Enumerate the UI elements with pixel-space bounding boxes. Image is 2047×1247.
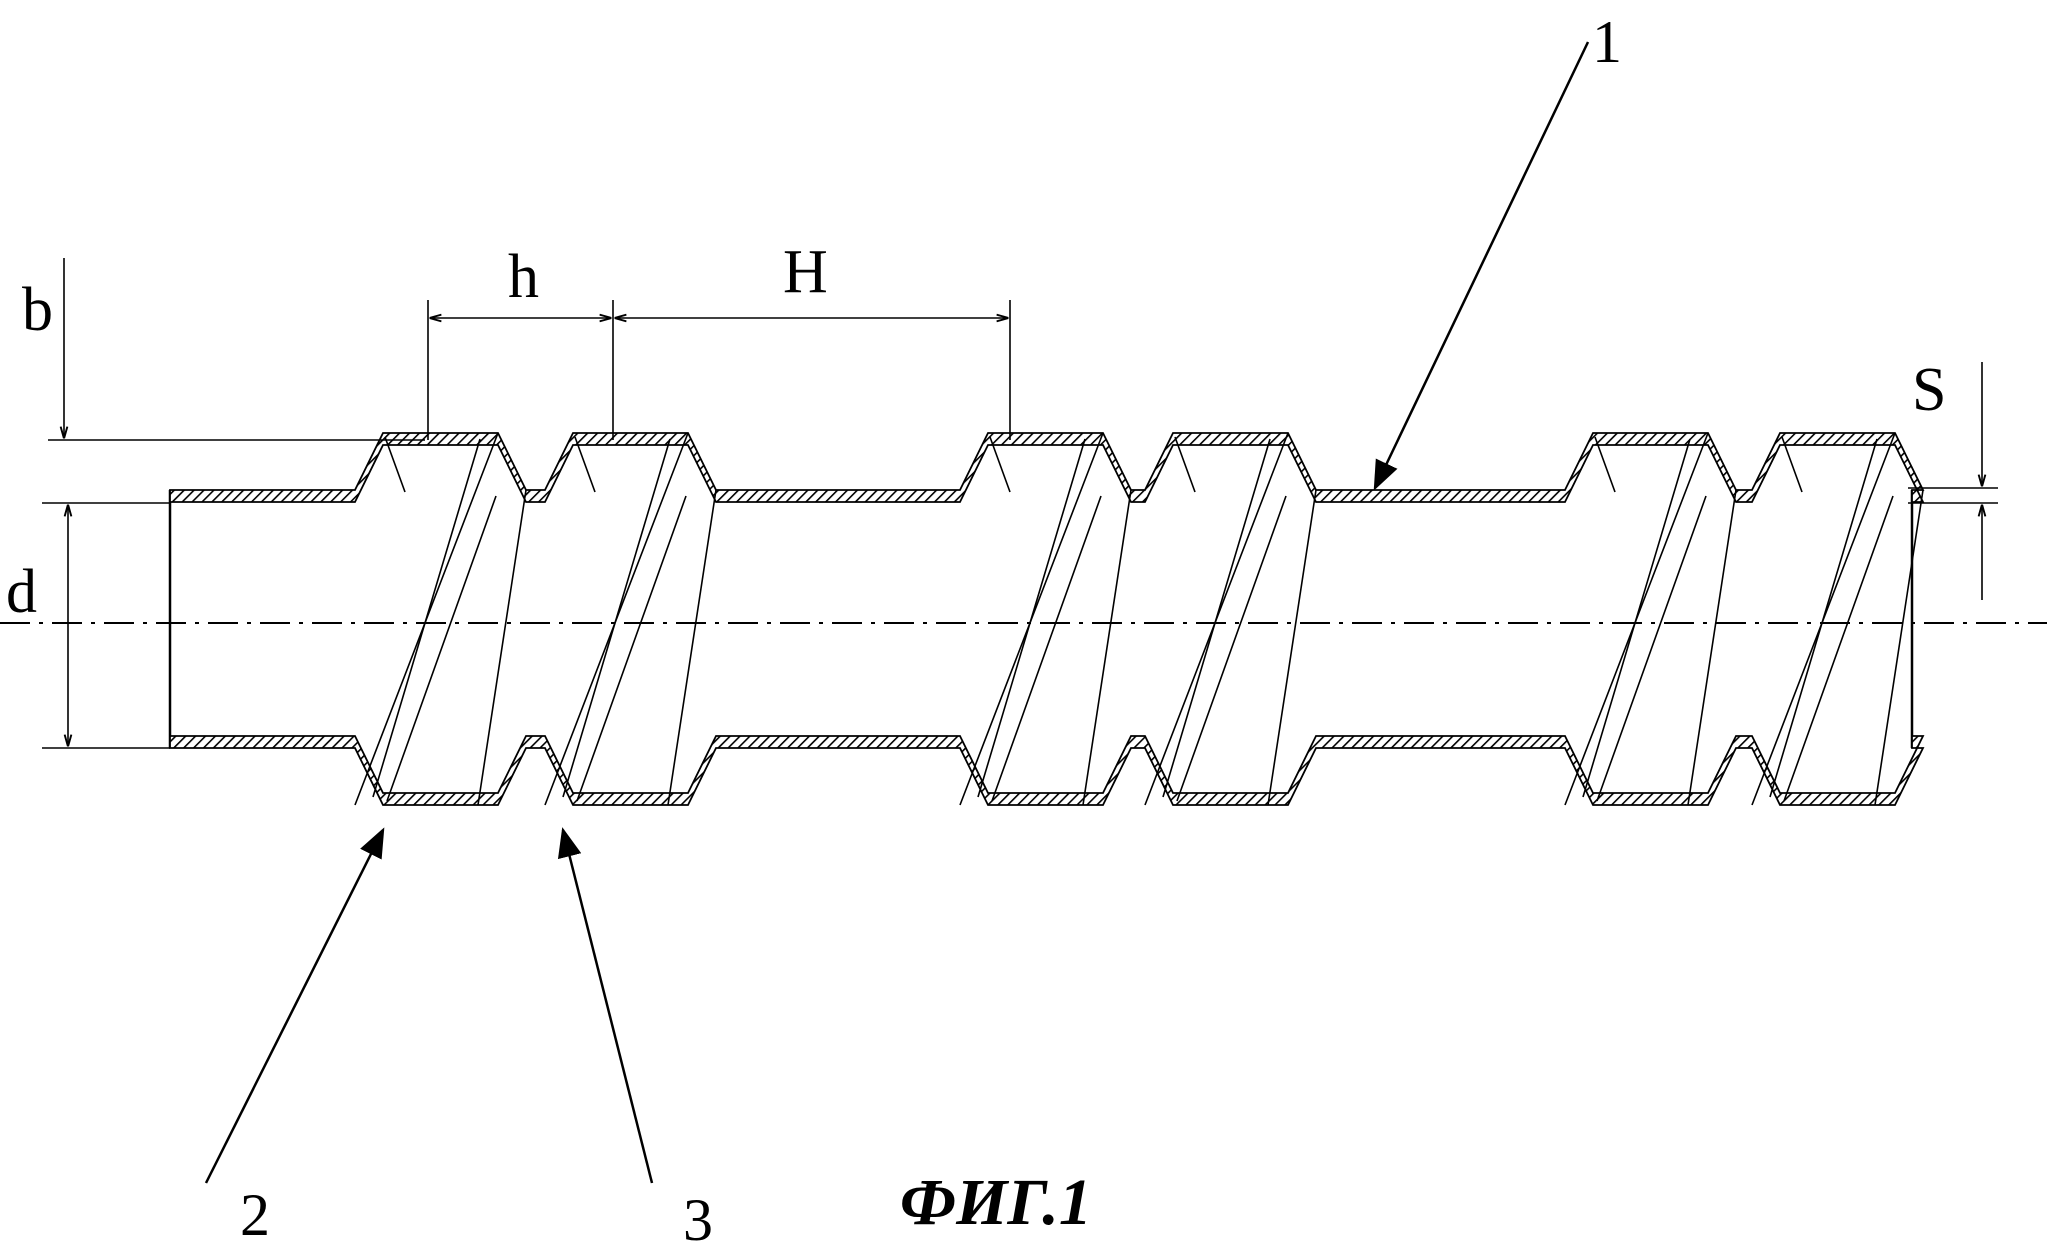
dim-h-label: h — [508, 243, 539, 311]
leader-2 — [206, 830, 383, 1183]
leader-3 — [563, 830, 652, 1183]
tube-wall-bottom — [170, 736, 1923, 805]
groove-5-trace-5 — [1583, 439, 1690, 797]
groove-3-trace-5 — [978, 439, 1085, 797]
groove-5-trace-4 — [1597, 496, 1706, 801]
groove-6-trace-5 — [1770, 439, 1877, 797]
label-2: 2 — [240, 1182, 270, 1247]
dim-H-label: H — [783, 238, 828, 306]
groove-1-trace-4 — [387, 496, 496, 801]
groove-4-trace-4 — [1177, 496, 1286, 801]
tube-wall-top — [170, 433, 1923, 502]
dim-b-label: b — [22, 276, 53, 344]
dim-S-label: S — [1912, 356, 1946, 424]
groove-2-trace-5 — [563, 439, 670, 797]
label-1: 1 — [1592, 9, 1622, 75]
groove-2-trace-4 — [577, 496, 686, 801]
dim-d-label: d — [6, 558, 37, 626]
groove-4-trace-5 — [1163, 439, 1270, 797]
groove-3-trace-4 — [992, 496, 1101, 801]
figure-caption: ФИГ.1 — [900, 1166, 1092, 1239]
leader-1 — [1375, 42, 1588, 488]
label-3: 3 — [683, 1187, 713, 1247]
corrugated-tube — [170, 433, 1923, 805]
groove-6-trace-4 — [1784, 496, 1893, 801]
groove-1-trace-5 — [373, 439, 480, 797]
